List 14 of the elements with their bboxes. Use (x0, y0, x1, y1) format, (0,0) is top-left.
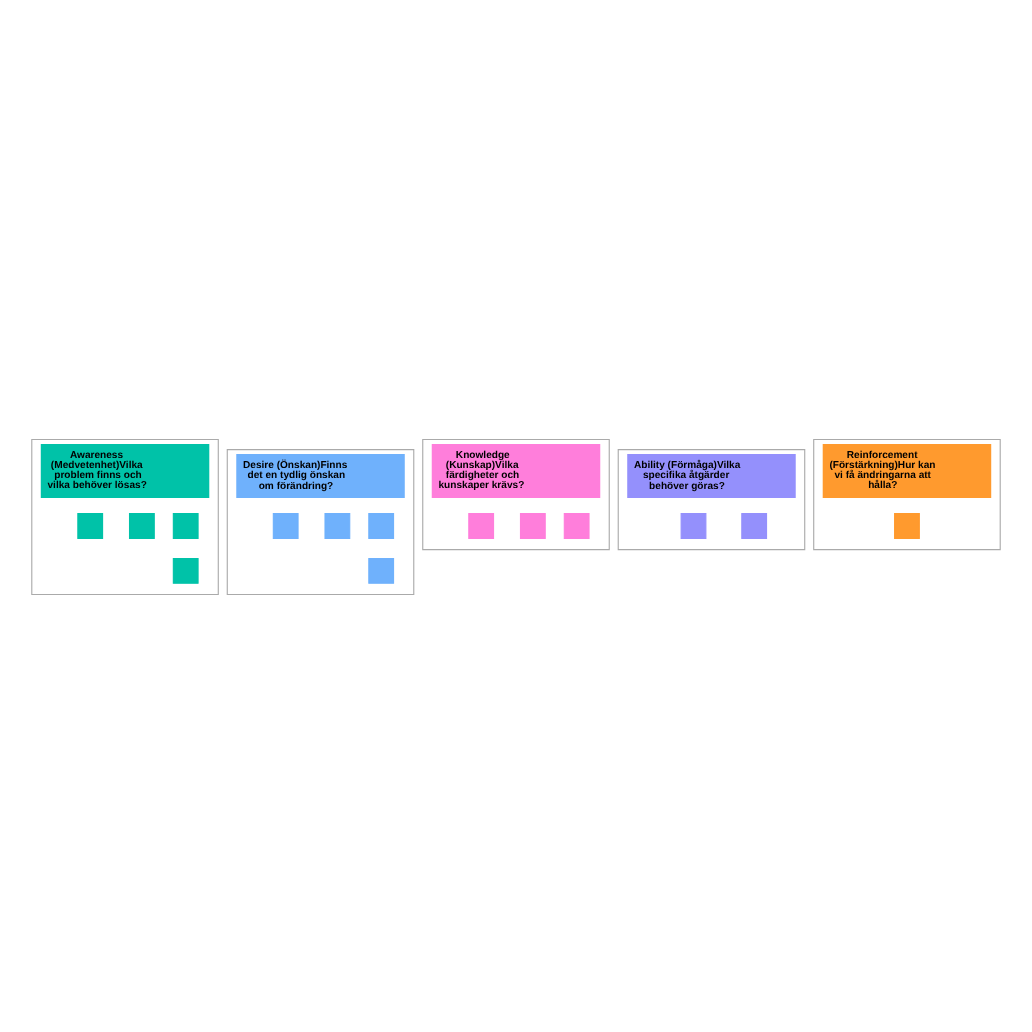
node-box (128, 512, 155, 538)
node-box (519, 512, 546, 538)
node-box (272, 512, 299, 538)
node-box (468, 512, 495, 538)
node-box (680, 512, 707, 538)
node-box (324, 512, 351, 538)
node-box (563, 512, 590, 538)
node-box (77, 512, 104, 538)
node-box (368, 557, 395, 583)
node-box (172, 557, 199, 583)
node-box (368, 512, 395, 538)
node-box (741, 512, 768, 538)
node-box (172, 512, 199, 538)
node-box (894, 512, 920, 538)
